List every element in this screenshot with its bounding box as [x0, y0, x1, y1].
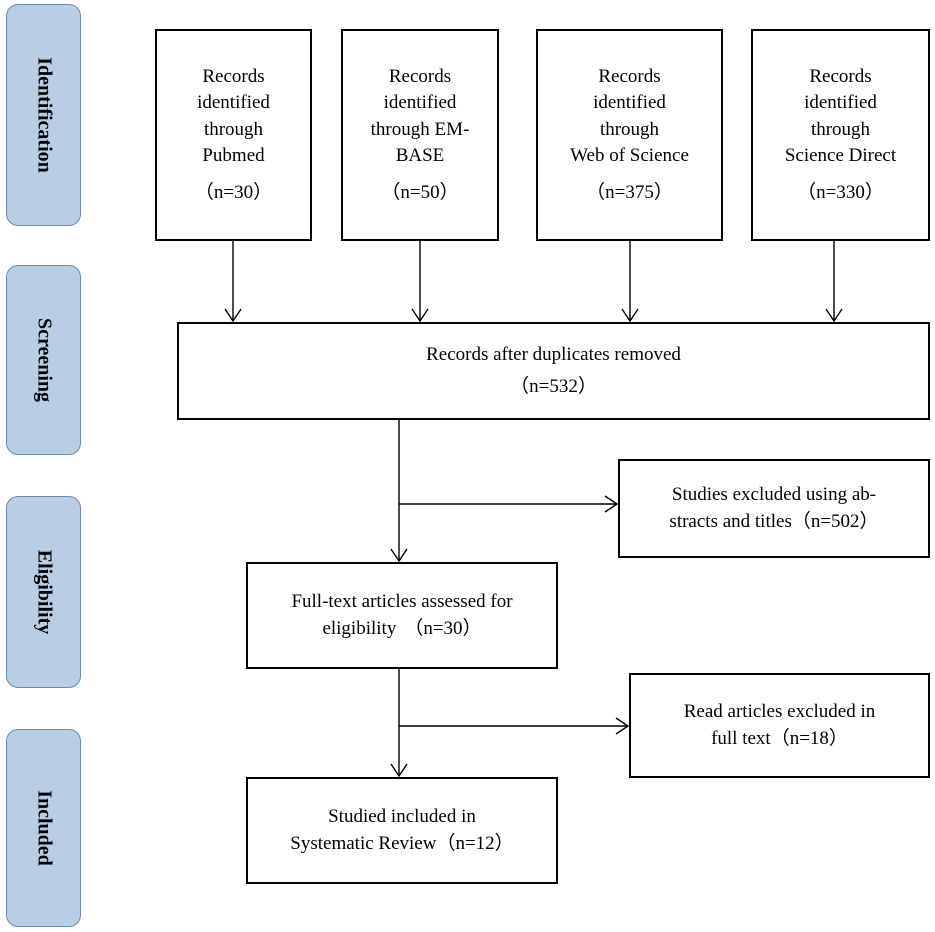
- excluded-abstracts-box: Studies excluded using ab- stracts and t…: [618, 459, 930, 558]
- source-box-web-of-science: Records identified through Web of Scienc…: [536, 29, 723, 241]
- phase-screening-label: Screening: [33, 317, 55, 403]
- included-box: Studied included in Systematic Review（n=…: [246, 777, 558, 884]
- source-pubmed-line-2: identified: [197, 92, 270, 114]
- source-box-embase: Records identified through EM- BASE （n=5…: [341, 29, 499, 241]
- source-box-pubmed: Records identified through Pubmed （n=30）: [155, 29, 312, 241]
- phase-included: Included: [6, 729, 81, 927]
- source-wos-line-4: Web of Science: [570, 145, 689, 167]
- phase-identification: Identification: [6, 4, 81, 226]
- source-embase-line-2: identified: [383, 92, 457, 114]
- phase-included-label: Included: [33, 790, 55, 866]
- source-pubmed-line-3: through: [203, 118, 264, 140]
- fulltext-count: （n=30）: [404, 617, 482, 639]
- excluded-abstracts-line-1: Studies excluded using ab-: [671, 484, 877, 505]
- excluded-fulltext-box: Read articles excluded in full text（n=18…: [629, 673, 930, 778]
- dedup-count: （n=532）: [510, 376, 597, 397]
- source-embase-line-3: through EM-: [370, 118, 470, 140]
- source-wos-line-2: identified: [593, 92, 666, 114]
- phase-identification-label: Identification: [33, 57, 55, 173]
- fulltext-assessed-box: Full-text articles assessed for eligibil…: [246, 562, 558, 669]
- source-wos-count: （n=375）: [586, 181, 673, 203]
- source-sd-line-3: through: [810, 118, 871, 140]
- phase-eligibility: Eligibility: [6, 496, 81, 688]
- fulltext-line-1: Full-text articles assessed for: [291, 591, 513, 612]
- phase-eligibility-label: Eligibility: [33, 549, 55, 635]
- source-embase-line-4: BASE: [395, 145, 445, 167]
- excluded-fulltext-count: （n=18）: [770, 727, 848, 749]
- source-embase-line-1: Records: [388, 65, 452, 87]
- source-wos-line-1: Records: [598, 65, 661, 87]
- source-embase-count: （n=50）: [381, 181, 459, 203]
- source-sd-line-1: Records: [809, 65, 872, 87]
- excluded-abstracts-count: （n=502）: [791, 510, 879, 532]
- fulltext-line-2: eligibility: [322, 617, 397, 639]
- dedup-box: Records after duplicates removed （n=532）: [177, 322, 930, 420]
- excluded-fulltext-line-1: Read articles excluded in: [683, 701, 876, 722]
- source-sd-count: （n=330）: [797, 181, 884, 203]
- source-wos-line-3: through: [599, 118, 660, 140]
- source-sd-line-2: identified: [804, 92, 877, 114]
- source-pubmed-count: （n=30）: [194, 181, 273, 203]
- source-sd-line-4: Science Direct: [784, 145, 897, 167]
- included-count: （n=12）: [436, 832, 514, 854]
- source-box-science-direct: Records identified through Science Direc…: [751, 29, 930, 241]
- included-line-1: Studied included in: [328, 806, 476, 827]
- included-line-2: Systematic Review: [290, 832, 437, 854]
- source-pubmed-line-1: Records: [202, 65, 265, 87]
- dedup-label: Records after duplicates removed: [426, 343, 681, 365]
- source-pubmed-line-4: Pubmed: [202, 145, 265, 167]
- excluded-abstracts-line-2: stracts and titles: [669, 510, 792, 532]
- excluded-fulltext-line-2: full text: [711, 727, 771, 749]
- phase-screening: Screening: [6, 265, 81, 455]
